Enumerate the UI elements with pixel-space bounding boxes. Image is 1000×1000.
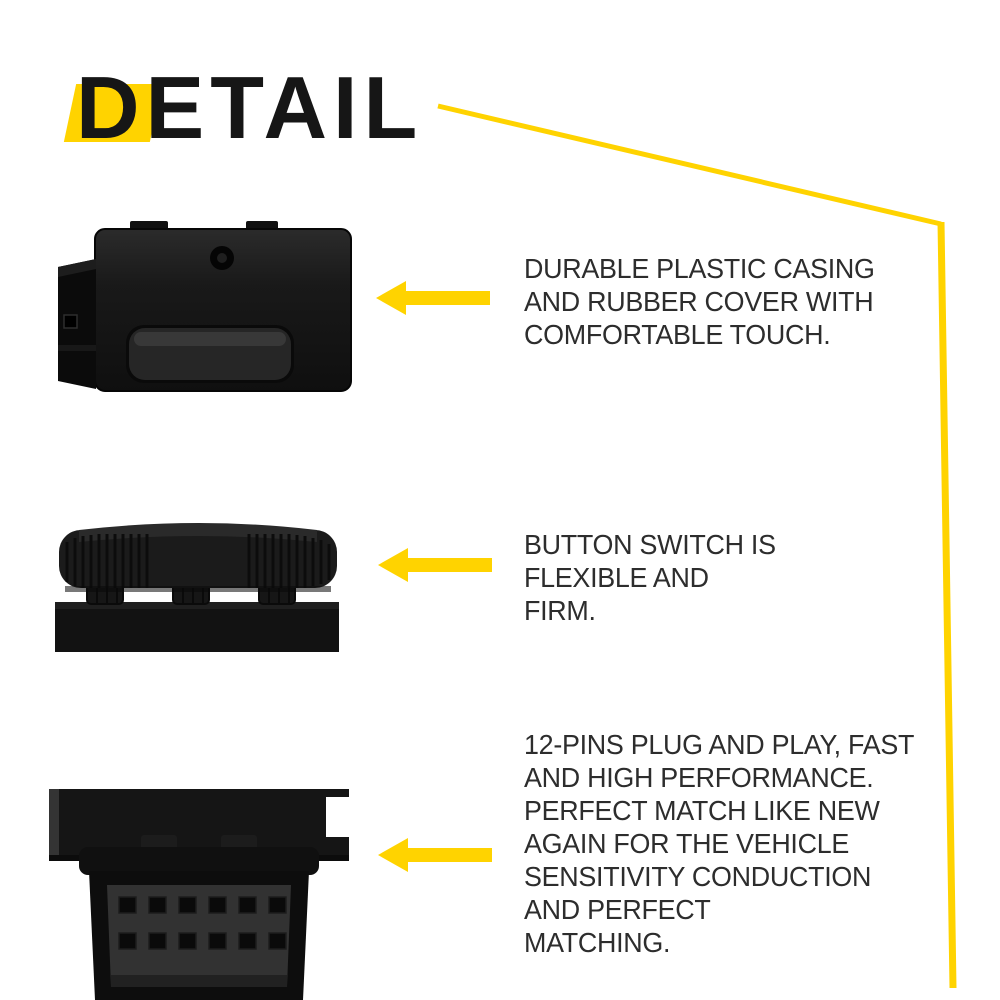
product-photo-button-switch bbox=[45, 512, 355, 657]
arrow-icon bbox=[376, 281, 490, 315]
arrow-icon bbox=[378, 838, 492, 872]
arrow-icon bbox=[378, 548, 492, 582]
page-title: DETAIL bbox=[76, 58, 424, 157]
product-photo-12pin-connector bbox=[45, 785, 355, 1000]
connector-illustration bbox=[49, 789, 349, 1000]
switch-housing-illustration bbox=[58, 221, 352, 392]
button-switch-illustration bbox=[55, 523, 339, 652]
product-photo-switch-housing bbox=[50, 215, 360, 400]
callout-text-button: BUTTON SWITCH IS FLEXIBLE AND FIRM. bbox=[524, 529, 776, 627]
callout-text-casing: DURABLE PLASTIC CASING AND RUBBER COVER … bbox=[524, 253, 875, 351]
callout-text-pins: 12-PINS PLUG AND PLAY, FAST AND HIGH PER… bbox=[524, 729, 915, 959]
